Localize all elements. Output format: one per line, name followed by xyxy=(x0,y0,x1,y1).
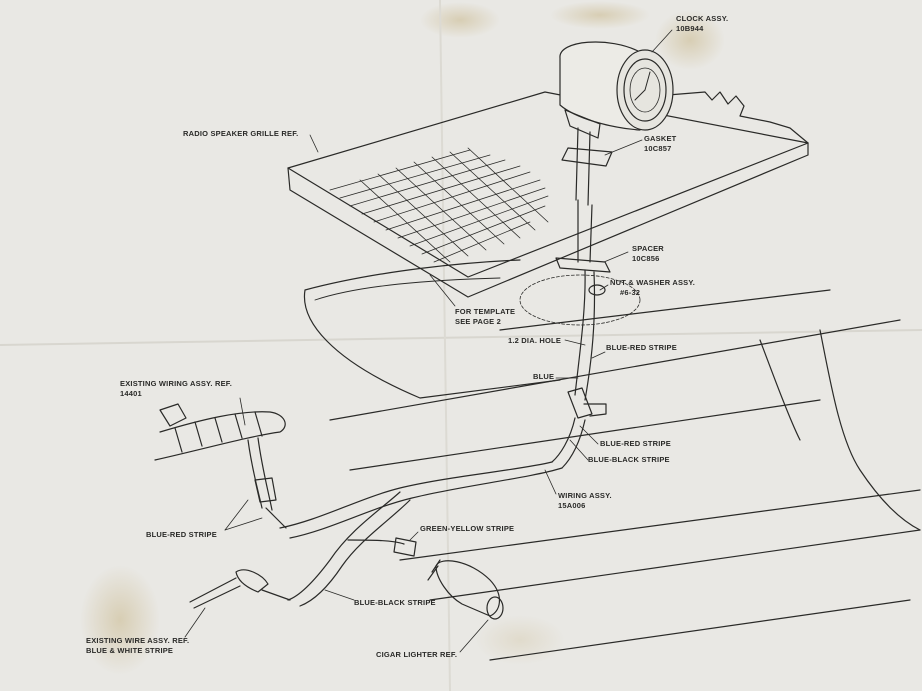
dash-outline xyxy=(303,259,561,399)
label-existing-wire: EXISTING WIRE ASSY. REF. xyxy=(86,636,190,645)
label-template-2: SEE PAGE 2 xyxy=(455,317,502,326)
label-template-1: FOR TEMPLATE xyxy=(455,307,516,316)
label-green-yellow: GREEN-YELLOW STRIPE xyxy=(420,524,515,533)
wiring-assy xyxy=(279,461,563,607)
label-wiring-assy-part: 15A006 xyxy=(558,501,586,510)
label-existing-wiring-part: 14401 xyxy=(120,389,142,398)
label-blue-red-mid: BLUE-RED STRIPE xyxy=(600,439,671,448)
label-blue-black-mid: BLUE-BLACK STRIPE xyxy=(588,455,670,464)
label-clock-part: 10B944 xyxy=(676,24,704,33)
nut-washer xyxy=(588,284,606,296)
clock-assembly xyxy=(559,41,674,206)
instrument-panel xyxy=(329,289,921,661)
label-spacer-part: 10C856 xyxy=(632,254,660,263)
existing-wire-assy xyxy=(189,569,291,609)
cigar-lighter xyxy=(427,559,504,620)
water-stain xyxy=(550,1,650,29)
water-stain xyxy=(475,615,565,665)
fold-crease xyxy=(439,0,451,691)
label-blue-red-top: BLUE-RED STRIPE xyxy=(606,343,677,352)
label-blue-red-left: BLUE-RED STRIPE xyxy=(146,530,217,539)
break-line xyxy=(667,91,809,144)
water-stain xyxy=(80,565,160,675)
label-existing-wire-color: BLUE & WHITE STRIPE xyxy=(86,646,174,655)
water-stain xyxy=(655,10,725,70)
label-wiring-assy: WIRING ASSY. xyxy=(558,491,612,500)
spacer xyxy=(555,257,611,273)
label-spacer: SPACER xyxy=(632,244,664,253)
clock-wire-harness xyxy=(551,269,607,469)
label-gasket: GASKET xyxy=(644,134,677,143)
label-nut-washer: NUT & WASHER ASSY. xyxy=(610,278,695,287)
label-nut-size: #6-32 xyxy=(620,288,641,297)
label-radio-grille: RADIO SPEAKER GRILLE REF. xyxy=(183,129,299,138)
hole-outline xyxy=(519,274,641,326)
fold-crease xyxy=(0,329,922,346)
green-yellow-connector xyxy=(393,537,417,557)
label-hole: 1.2 DIA. HOLE xyxy=(508,336,562,345)
label-cigar-lighter: CIGAR LIGHTER REF. xyxy=(376,650,458,659)
label-blue-black-low: BLUE-BLACK STRIPE xyxy=(354,598,436,607)
existing-wiring-assy xyxy=(154,403,287,529)
leader-lines xyxy=(184,29,673,653)
label-clock-assy: CLOCK ASSY. xyxy=(676,14,729,23)
water-stain xyxy=(420,2,500,38)
label-existing-wiring: EXISTING WIRING ASSY. REF. xyxy=(120,379,233,388)
mounting-stud xyxy=(589,204,593,263)
label-blue: BLUE xyxy=(533,372,555,381)
label-gasket-part: 10C857 xyxy=(644,144,672,153)
radio-speaker-grille xyxy=(287,91,809,298)
gasket xyxy=(561,147,613,167)
